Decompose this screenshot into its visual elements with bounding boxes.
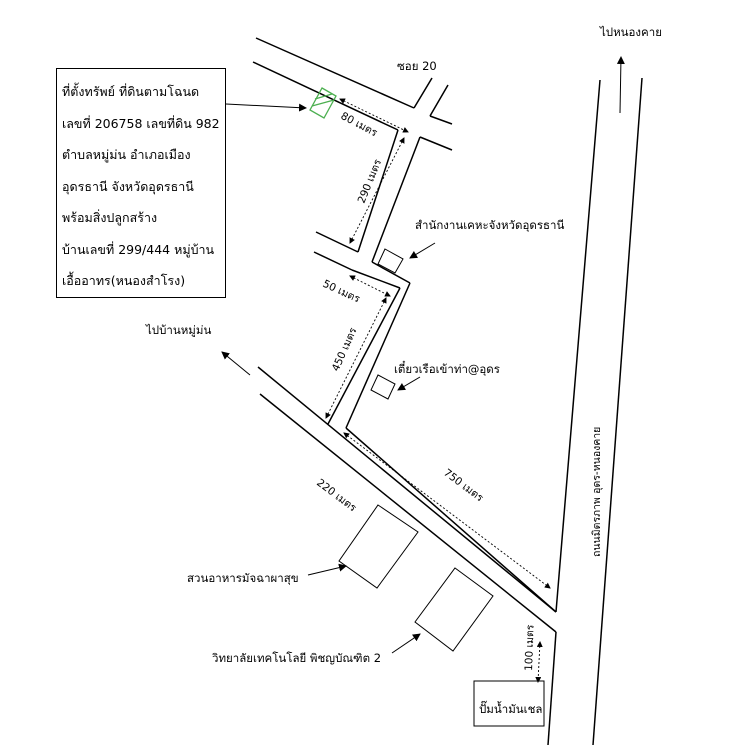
restaurant-building [370,374,396,400]
garden-restaurant-label: สวนอาหารมัจฉาผาสุข [187,571,299,585]
distance-450-label: 450 เมตร [330,326,360,374]
distance-750-label: 750 เมตร [441,467,486,505]
distance-lines [325,98,551,683]
property-info-line: เลขที่ 206758 เลขที่ดิน 982 [62,115,220,131]
property-info-line: พร้อมสิ่งปลูกสร้าง [62,210,158,225]
direction-ban-mu-mon: ไปบ้านหมู่ม่น [145,323,211,337]
property-parcel [309,87,337,119]
main-road-label: ถนนมิตรภาพ อุดร-หนองคาย [591,427,603,557]
soi-20-label: ซอย 20 [397,59,437,73]
lower-road [257,366,557,633]
property-info-line: บ้านเลขที่ 299/444 หมู่บ้าน [62,241,215,257]
soi-20-road [413,77,449,117]
land-office-label: สำนักงานเคหะจังหวัดอุดรธานี [415,218,565,232]
property-info-box: ที่ตั้งทรัพย์ ที่ดินตามโฉนด เลขที่ 20675… [56,68,226,298]
pointer-arrows [221,56,625,654]
distance-50-label: 50 เมตร [321,278,362,306]
property-info-line: เอื้ออาทร(หนองสำโรง) [62,273,186,288]
land-office-building [377,248,404,274]
distance-290-label: 290 เมตร [356,157,385,205]
distance-220-label: 220 เมตร [314,477,359,515]
property-info-line: ที่ตั้งทรัพย์ ที่ดินตามโฉนด [62,84,200,99]
garden-restaurant-building [338,504,419,589]
main-highway [547,77,643,745]
college-label: วิทยาลัยเทคโนโลยี พิชญบัณฑิต 2 [211,651,381,665]
distance-80-label: 80 เมตร [339,110,380,139]
college-building [414,567,494,652]
direction-nong-khai: ไปหนองคาย [599,25,662,39]
property-info-line: ตำบลหมู่ม่น อำเภอเมือง [62,147,191,162]
distance-100-label: 100 เมตร [523,624,537,671]
gas-station-building [473,680,545,727]
middle-road-cross [313,231,411,289]
restaurant-tiew-label: เตี๋ยวเรือเข้าท่า@อุดร [394,360,500,376]
gas-station-label: ปั๊มน้ำมันเชล [479,700,542,716]
property-info-line: อุดรธานี จังหวัดอุดรธานี [62,178,194,194]
